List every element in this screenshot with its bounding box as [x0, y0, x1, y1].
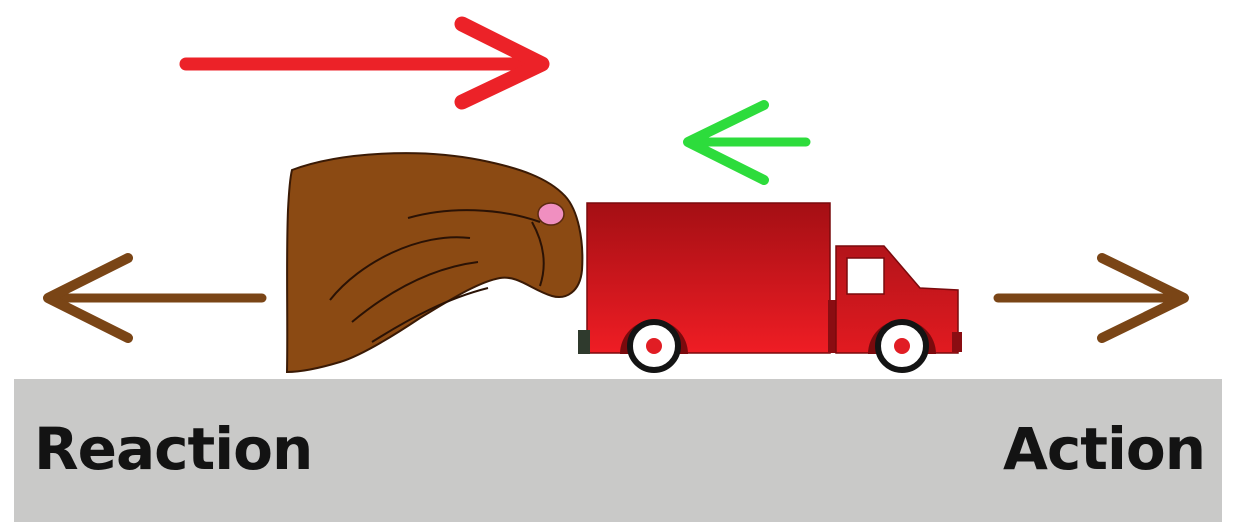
- pushing-hand-icon: [287, 153, 582, 372]
- action-label: Action: [1003, 420, 1205, 478]
- reaction-label: Reaction: [34, 420, 312, 478]
- action-arrow: [998, 258, 1184, 338]
- delivery-truck-icon: [578, 203, 962, 370]
- truck-force-arrow: [688, 105, 806, 180]
- reaction-arrow: [48, 258, 262, 338]
- hand-force-arrow: [186, 24, 542, 102]
